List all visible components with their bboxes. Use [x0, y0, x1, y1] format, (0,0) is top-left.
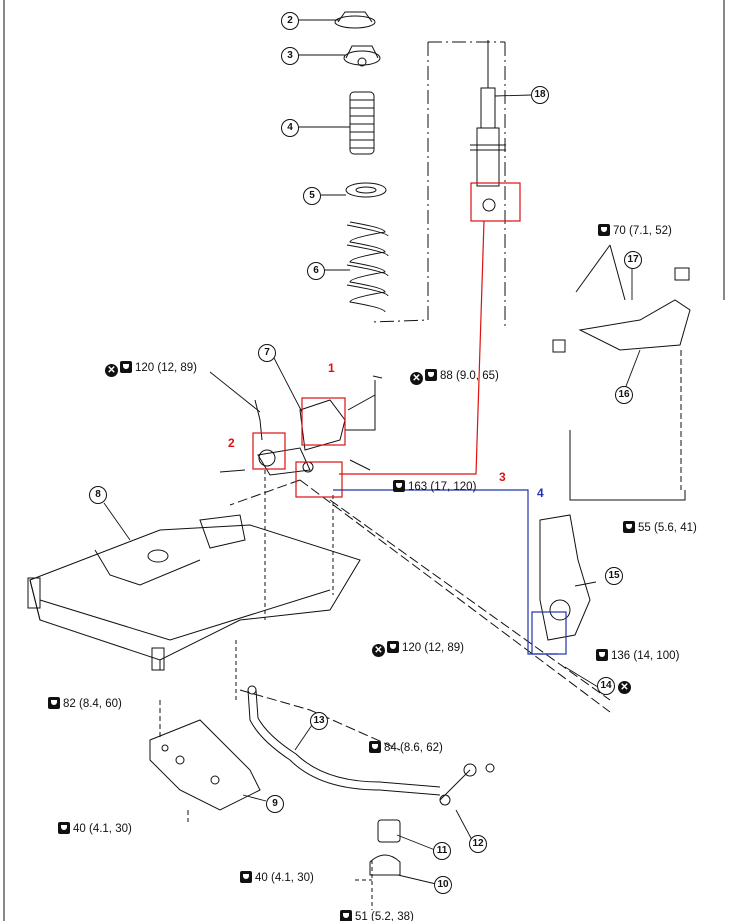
callout-13: 13 [310, 712, 328, 730]
do-not-reuse-icon: ✕ [410, 372, 423, 385]
marker-4: 4 [537, 486, 544, 500]
callout-8: 8 [89, 486, 107, 504]
marker-1: 1 [328, 361, 335, 375]
marker-2: 2 [228, 436, 235, 450]
callout-12: 12 [469, 835, 487, 853]
torque-label-84: 84 (8.6, 62) [369, 741, 443, 754]
callout-10: 10 [434, 876, 452, 894]
torque-label-82: 82 (8.4, 60) [48, 697, 122, 710]
callout-17: 17 [624, 251, 642, 269]
torque-wrench-icon [48, 697, 60, 709]
torque-wrench-icon [623, 521, 635, 533]
callout-11: 11 [433, 842, 451, 860]
torque-label-40-bottom: 40 (4.1, 30) [240, 871, 314, 884]
callout-16: 16 [615, 386, 633, 404]
torque-label-70: 70 (7.1, 52) [598, 224, 672, 237]
torque-wrench-icon [387, 641, 399, 653]
marker-3: 3 [499, 470, 506, 484]
do-not-reuse-icon: ✕ [105, 364, 118, 377]
torque-wrench-icon [340, 910, 352, 921]
torque-wrench-icon [120, 361, 132, 373]
callout-15: 15 [605, 567, 623, 585]
torque-label-120-upper: ✕120 (12, 89) [105, 361, 197, 377]
torque-wrench-icon [425, 369, 437, 381]
callout-9: 9 [266, 795, 284, 813]
callout-4: 4 [281, 119, 299, 137]
callout-18: 18 [531, 86, 549, 104]
do-not-reuse-icon: ✕ [372, 644, 385, 657]
torque-wrench-icon [596, 649, 608, 661]
torque-label-55: 55 (5.6, 41) [623, 521, 697, 534]
torque-label-136: 136 (14, 100) [596, 649, 679, 662]
torque-label-51: 51 (5.2, 38) [340, 910, 414, 921]
callout-5: 5 [303, 187, 321, 205]
do-not-reuse-icon: ✕ [618, 681, 631, 694]
torque-wrench-icon [369, 741, 381, 753]
torque-label-40-left: 40 (4.1, 30) [58, 822, 132, 835]
torque-label-163: 163 (17, 120) [393, 480, 476, 493]
callout-6: 6 [307, 262, 325, 280]
callout-3: 3 [281, 47, 299, 65]
callout-7: 7 [258, 344, 276, 362]
torque-label-88: ✕88 (9.0, 65) [410, 369, 499, 385]
torque-wrench-icon [58, 822, 70, 834]
torque-wrench-icon [393, 480, 405, 492]
torque-wrench-icon [240, 871, 252, 883]
torque-wrench-icon [598, 224, 610, 236]
callout-14: 14 [597, 677, 615, 695]
callout-2: 2 [281, 12, 299, 30]
nonreuse-label-14: ✕ [618, 679, 633, 694]
torque-label-120-lower: ✕120 (12, 89) [372, 641, 464, 657]
